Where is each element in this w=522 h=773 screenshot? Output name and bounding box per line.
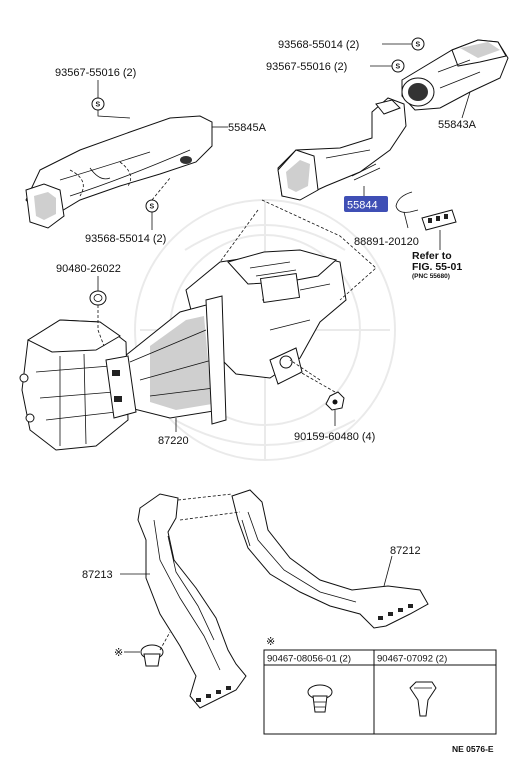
table-col-2[interactable]: 90467-07092 (2) <box>377 654 447 665</box>
duct-55845a[interactable] <box>25 115 213 229</box>
clip-marked-left[interactable] <box>140 644 164 667</box>
label-87212[interactable]: 87212 <box>390 545 421 557</box>
label-90480-26022[interactable]: 90480-26022 <box>56 263 121 275</box>
asterisk-mark-left: ※ <box>114 647 123 659</box>
label-93568-55014-top[interactable]: 93568-55014 (2) <box>278 39 359 51</box>
label-55844-highlighted[interactable]: 55844 <box>344 196 388 212</box>
ref-line-3: (PNC 55680) <box>412 273 450 280</box>
fastener-table: ※ 90467-08056-01 (2) 90467-07092 (2) <box>263 636 497 735</box>
duct-87212[interactable] <box>231 489 429 629</box>
table-col-1[interactable]: 90467-08056-01 (2) <box>267 654 351 665</box>
clip-90467-07092[interactable] <box>409 681 437 717</box>
ref-line-2[interactable]: FIG. 55-01 <box>412 261 462 273</box>
label-55843a[interactable]: 55843A <box>438 119 477 131</box>
label-93568-55014-left[interactable]: 93568-55014 (2) <box>85 233 166 245</box>
label-90159-60480[interactable]: 90159-60480 (4) <box>294 431 375 443</box>
duct-55843a[interactable] <box>401 39 509 111</box>
label-87220[interactable]: 87220 <box>158 435 189 447</box>
label-88891-20120[interactable]: 88891-20120 <box>354 236 419 248</box>
s-symbol-left-1: S <box>91 97 105 111</box>
heater-unit-87220[interactable] <box>19 249 347 451</box>
label-93567-55016-left[interactable]: 93567-55016 (2) <box>55 67 136 79</box>
svg-text:S: S <box>416 42 421 49</box>
s-symbol-left-2: S <box>145 199 159 213</box>
duct-87213[interactable] <box>137 493 247 709</box>
s-symbol-top-2: S <box>391 59 405 73</box>
svg-text:S: S <box>396 64 401 71</box>
asterisk-mark-table: ※ <box>266 636 275 648</box>
ref-line-1: Refer to <box>412 250 452 262</box>
duct-55844[interactable] <box>277 97 407 201</box>
clip-90467-08056-01[interactable] <box>307 684 333 713</box>
diagram-code: NE 0576-E <box>452 744 494 754</box>
s-symbol-top-1: S <box>411 37 425 51</box>
screw-90159-60480[interactable] <box>325 391 345 411</box>
svg-text:55844: 55844 <box>347 200 378 212</box>
svg-text:S: S <box>96 102 101 109</box>
label-55845a[interactable]: 55845A <box>228 122 267 134</box>
connector-ref-55-01[interactable] <box>421 209 457 250</box>
label-93567-55016-top[interactable]: 93567-55016 (2) <box>266 61 347 73</box>
label-87213[interactable]: 87213 <box>82 569 113 581</box>
grommet-90480-26022[interactable] <box>89 290 107 306</box>
clip-88891-20120[interactable] <box>395 191 419 213</box>
leader-lines <box>97 43 471 653</box>
svg-text:S: S <box>150 204 155 211</box>
